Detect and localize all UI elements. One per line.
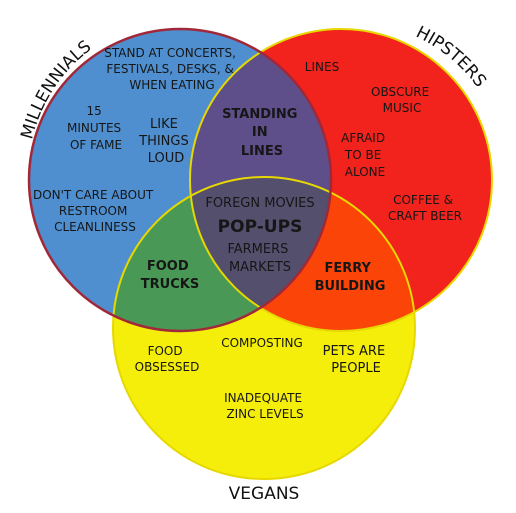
title-vegans: VEGANS — [229, 484, 300, 504]
label-ferry-building: FERRY BUILDING — [315, 261, 386, 294]
outline-millennials — [27, 27, 333, 333]
label-pop-ups: POP-UPS — [218, 217, 303, 237]
label-food-trucks: FOOD TRUCKS — [141, 259, 199, 292]
label-restroom-cleanliness: DON'T CARE ABOUT RESTROOM CLEANLINESS — [33, 188, 157, 234]
label-food-obsessed: FOOD OBSESSED — [135, 344, 200, 374]
outline-hipsters — [189, 28, 493, 332]
label-coffee-craft-beer: COFFEE & CRAFT BEER — [388, 193, 462, 223]
label-15-minutes-of-fame: 15 MINUTES OF FAME — [67, 104, 125, 152]
outline-vegans — [112, 176, 416, 480]
label-lines: LINES — [305, 60, 339, 74]
label-composting: COMPOSTING — [221, 336, 303, 350]
label-inadequate-zinc-levels: INADEQUATE ZINC LEVELS — [224, 391, 306, 421]
label-obscure-music: OBSCURE MUSIC — [371, 85, 433, 115]
label-farmers-markets: FARMERS MARKETS — [227, 242, 292, 275]
label-standing-in-lines: STANDING IN LINES — [222, 107, 302, 159]
label-pets-are-people: PETS ARE PEOPLE — [323, 344, 390, 376]
label-afraid-to-be-alone: AFRAID TO BE ALONE — [341, 131, 389, 179]
label-foreign-movies: FOREGN MOVIES — [205, 196, 314, 211]
label-stand-at-concerts: STAND AT CONCERTS, FESTIVALS, DESKS, & W… — [104, 46, 240, 92]
label-like-things-loud: LIKE THINGS LOUD — [138, 117, 193, 166]
